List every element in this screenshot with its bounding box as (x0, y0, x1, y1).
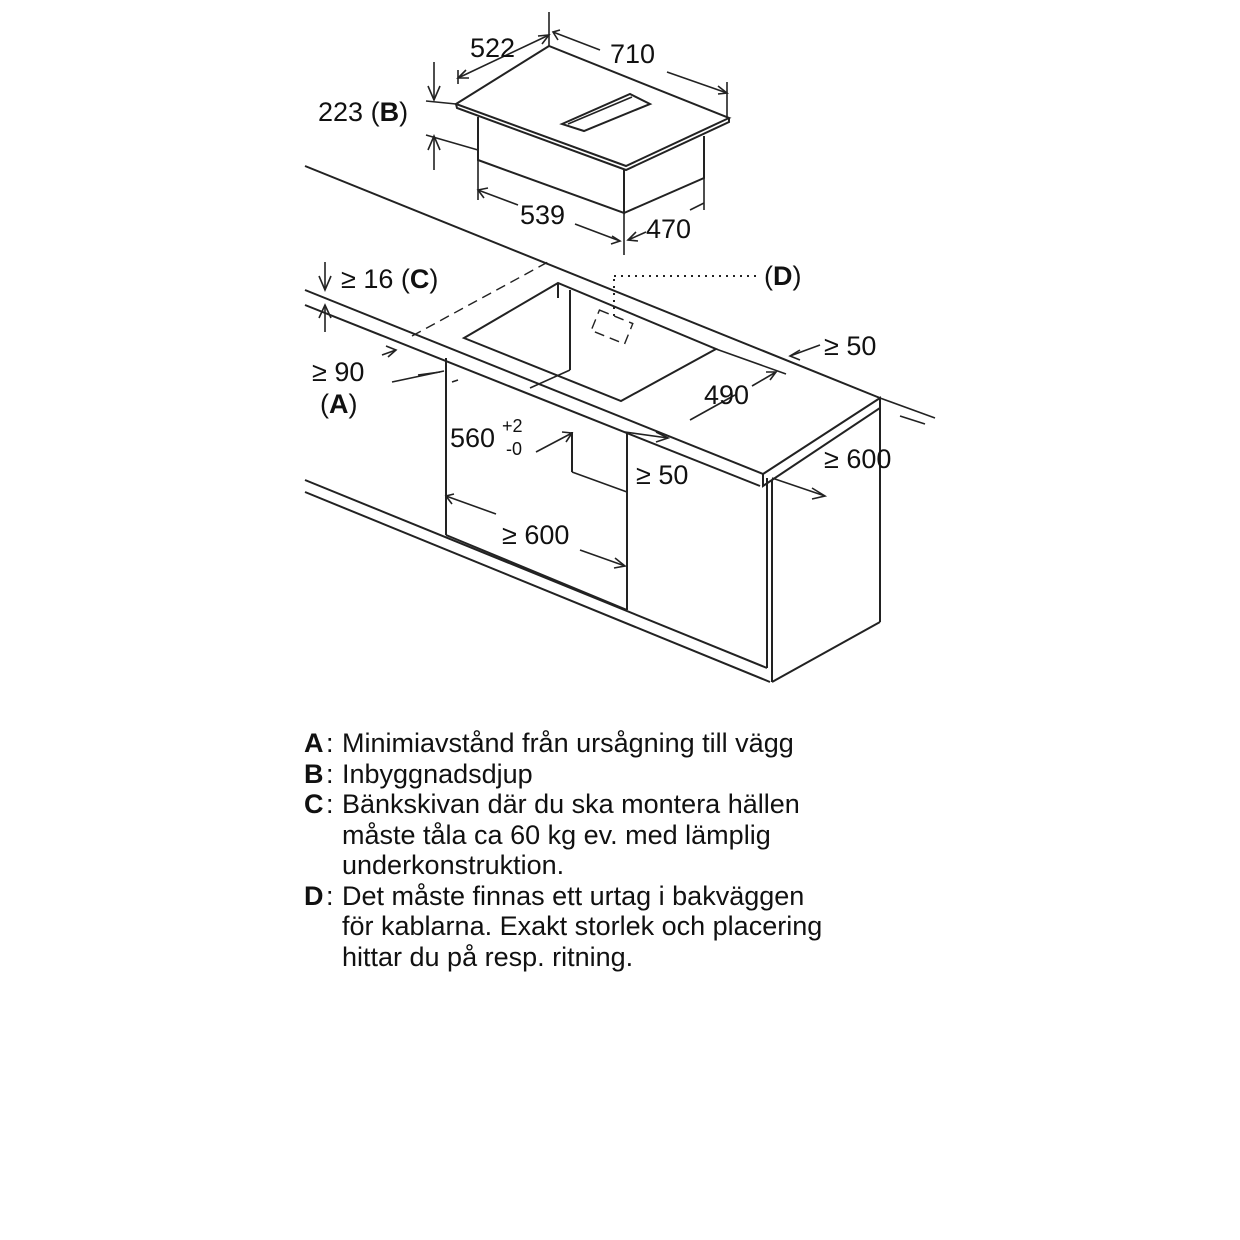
legend-key: C (304, 789, 324, 819)
legend-text: Det måste finnas ett urtag i bakväggen f… (342, 880, 823, 972)
dimension-50-top (788, 344, 821, 361)
dimension-490 (689, 348, 787, 421)
label-16: ≥ 16 (C) (341, 264, 438, 294)
label-d: (D) (764, 261, 802, 291)
legend-text: Minimiavstånd från ursågning till vägg (342, 728, 794, 758)
legend-item-d: D: Det måste finnas ett urtag i bakvägge… (304, 881, 1004, 973)
cabinets (304, 358, 881, 683)
marker-d: D (773, 261, 793, 291)
legend-key: A (304, 728, 324, 758)
legend-item-b: B: Inbyggnadsdjup (304, 759, 1004, 790)
legend: A: Minimiavstånd från ursågning till väg… (304, 728, 1004, 972)
worktop-drawing (304, 165, 881, 488)
label-560: 560 (450, 423, 495, 453)
dimension-470 (626, 178, 705, 242)
label-522: 522 (470, 33, 515, 63)
dimension-539 (476, 160, 625, 255)
dimension-710 (551, 29, 730, 118)
label-600-right: ≥ 600 (824, 444, 891, 474)
installation-diagram: 522 710 223 (B) 539 470 ≥ 16 (C) (D) ≥ 5… (304, 12, 936, 683)
cooktop-glass-top (453, 44, 732, 168)
dimension-600-right (771, 397, 936, 500)
label-50-top: ≥ 50 (824, 331, 876, 361)
legend-text: Bänkskivan där du ska montera hällen mås… (342, 789, 800, 880)
marker-c: C (410, 264, 430, 294)
marker-b: B (380, 97, 400, 127)
label-710: 710 (610, 39, 655, 69)
label-470: 470 (646, 214, 691, 244)
extractor-vent (559, 92, 653, 133)
legend-item-c: C: Bänkskivan där du ska montera hällen … (304, 789, 1004, 881)
label-50-lower: ≥ 50 (636, 460, 688, 490)
legend-text: Inbyggnadsdjup (342, 758, 533, 789)
label-90: ≥ 90 (312, 357, 364, 387)
marker-a: A (329, 389, 349, 419)
dimension-223 (425, 62, 479, 170)
wall-recess-marker (590, 309, 634, 345)
label-223: 223 (B) (318, 97, 408, 127)
label-560-tolerance-plus: +2 (502, 416, 523, 436)
dimension-16 (318, 262, 332, 332)
legend-item-a: A: Minimiavstånd från ursågning till väg… (304, 728, 1004, 759)
label-539: 539 (520, 200, 565, 230)
label-560-tolerance-minus: -0 (506, 439, 522, 459)
cooktop-drawing (453, 44, 732, 215)
label-490: 490 (704, 380, 749, 410)
dimension-600-cabinet (444, 493, 627, 569)
dimension-50-lower (624, 431, 671, 443)
legend-key: D (304, 880, 324, 911)
dimension-560 (451, 379, 574, 453)
label-600-cabinet: ≥ 600 (502, 520, 569, 550)
dimension-90 (381, 345, 445, 383)
label-a: (A) (320, 389, 358, 419)
legend-key: B (304, 758, 324, 789)
